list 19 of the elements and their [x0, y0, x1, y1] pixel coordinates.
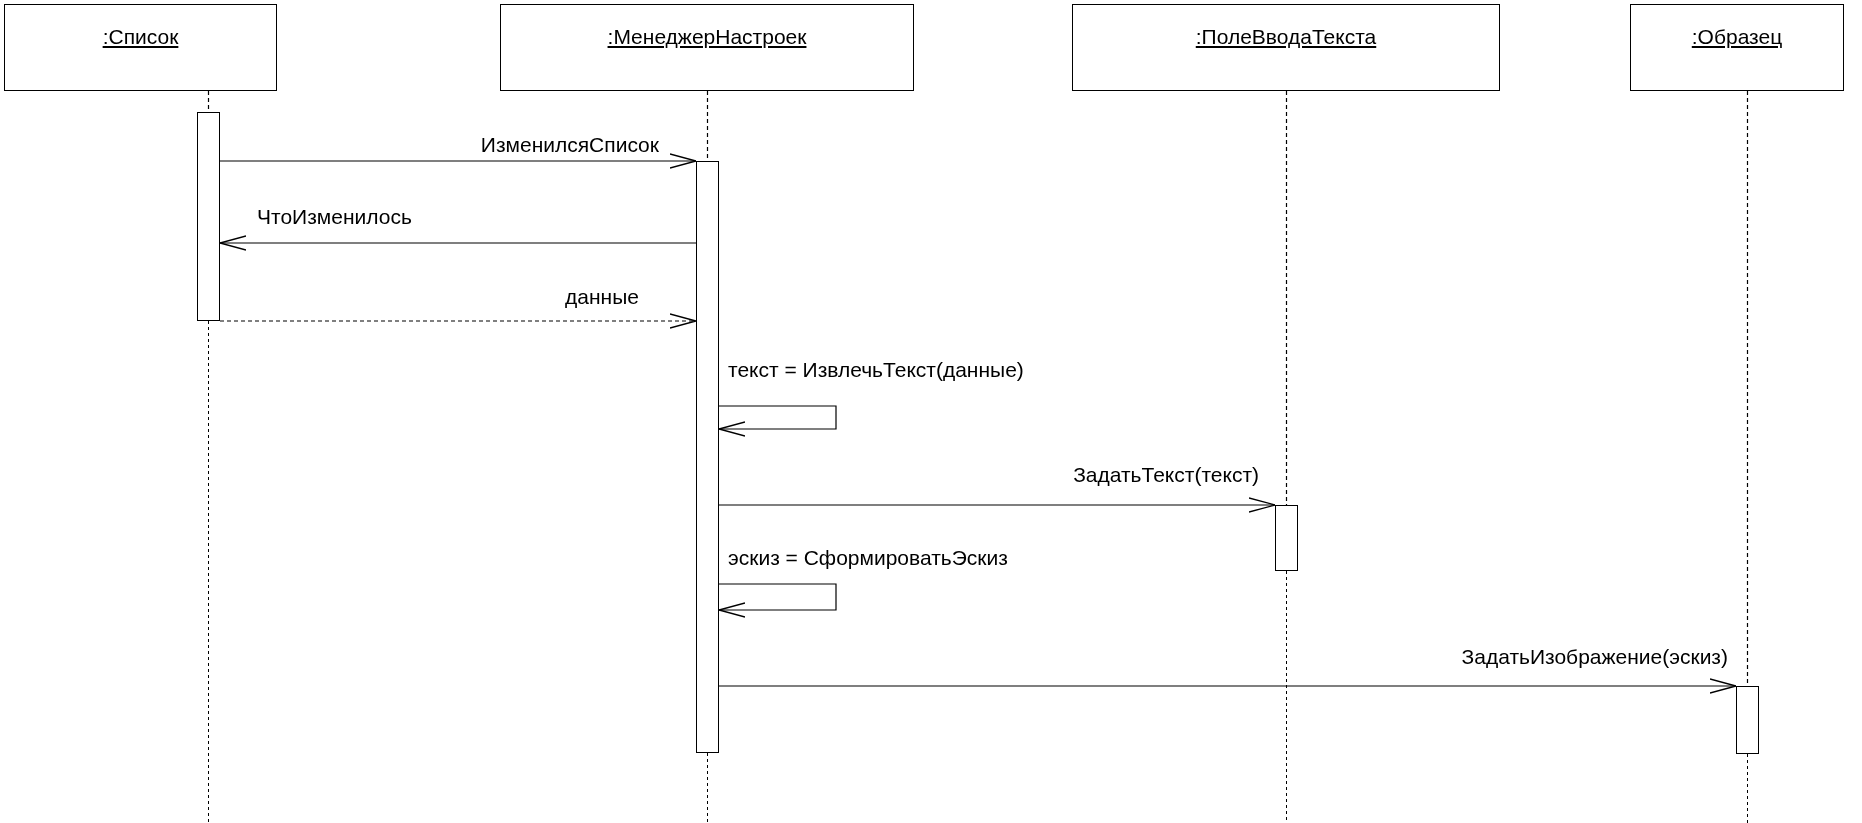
message-arrow	[718, 678, 1737, 694]
message-arrow	[219, 153, 697, 169]
activation-bar	[1275, 505, 1298, 571]
message-arrow	[219, 313, 697, 329]
message-arrow	[718, 497, 1276, 513]
object-name: :Список	[101, 25, 180, 49]
object-box	[4, 4, 277, 91]
object-box	[500, 4, 914, 91]
activation-bar	[197, 112, 220, 321]
object-box	[1630, 4, 1844, 91]
object-box	[1072, 4, 1500, 91]
object-name: :Образец	[1690, 25, 1784, 49]
object-name: :ПолеВводаТекста	[1194, 25, 1378, 49]
message-arrow	[718, 405, 837, 437]
activation-bar	[696, 161, 719, 753]
object-name: :МенеджерНастроек	[606, 25, 808, 49]
activation-bar	[1736, 686, 1759, 754]
message-arrow	[718, 583, 837, 618]
message-arrow	[219, 235, 697, 251]
